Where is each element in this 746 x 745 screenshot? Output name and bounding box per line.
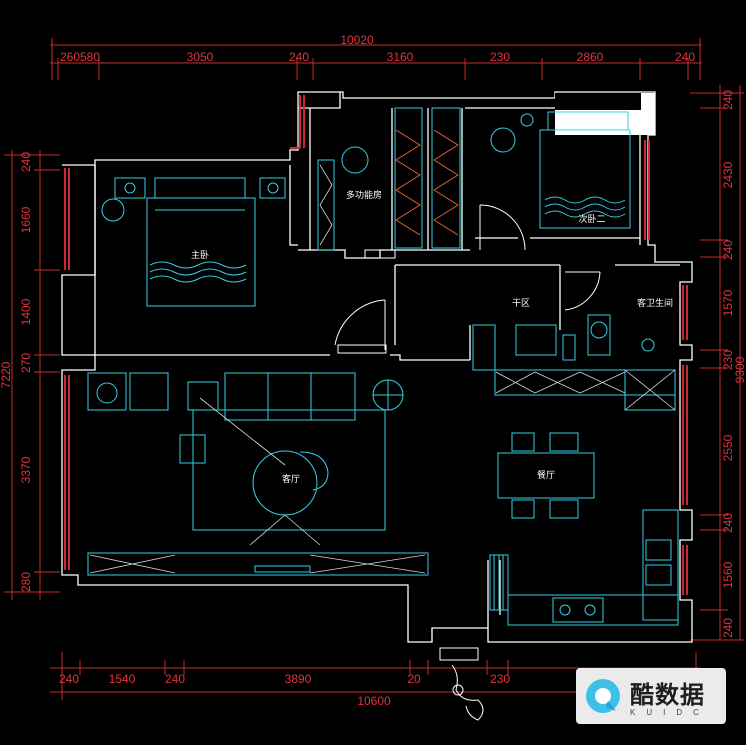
structural-column-void bbox=[555, 93, 641, 110]
cabinet-diagonals bbox=[89, 164, 676, 574]
dim-right-seg: 240 bbox=[721, 90, 735, 110]
room-label-master-bedroom: 主卧 bbox=[191, 249, 209, 261]
dim-right-seg: 1570 bbox=[721, 289, 735, 316]
dim-bottom-seg: 1540 bbox=[109, 672, 136, 686]
dim-top-total: 10020 bbox=[340, 33, 374, 47]
dim-top-seg: 240 bbox=[289, 50, 309, 64]
dim-right-seg: 2430 bbox=[721, 161, 735, 188]
dimension-labels: 10020 260580 3050 240 3160 230 2860 240 … bbox=[0, 33, 746, 708]
room-labels: 主卧 多功能房 次卧二 干区 客卫生间 客厅 餐厅 bbox=[191, 189, 673, 485]
dim-left-seg: 240 bbox=[19, 152, 33, 172]
walls bbox=[61, 91, 693, 643]
dim-top-seg: 3160 bbox=[387, 50, 414, 64]
dim-bottom-seg: 240 bbox=[59, 672, 79, 686]
furniture bbox=[87, 107, 679, 626]
watermark-subtitle: KUIDC bbox=[630, 708, 710, 717]
doors bbox=[334, 204, 601, 354]
room-label-dry-area: 干区 bbox=[512, 298, 530, 309]
dim-bottom-seg: 20 bbox=[407, 672, 421, 686]
dim-right-seg: 240 bbox=[721, 240, 735, 260]
dim-bottom-seg: 3890 bbox=[285, 672, 312, 686]
dim-left-seg: 270 bbox=[19, 353, 33, 373]
dim-right-seg: 230 bbox=[721, 350, 735, 370]
dim-bottom-seg: 240 bbox=[165, 672, 185, 686]
dim-left-seg: 3370 bbox=[19, 456, 33, 483]
dim-top-seg: 3050 bbox=[187, 50, 214, 64]
entrance-person-icon bbox=[439, 647, 484, 721]
dim-top-seg: 2860 bbox=[577, 50, 604, 64]
dim-left-seg: 1660 bbox=[19, 206, 33, 233]
dim-right-total: 9300 bbox=[733, 356, 746, 383]
room-label-living-room: 客厅 bbox=[282, 473, 300, 485]
dim-bottom-total: 10600 bbox=[357, 694, 391, 708]
dim-top-seg: 230 bbox=[490, 50, 510, 64]
dim-right-seg: 2550 bbox=[721, 434, 735, 461]
windows bbox=[64, 95, 688, 595]
dimension-lines bbox=[4, 38, 744, 700]
watermark-title: 酷数据 bbox=[630, 681, 705, 709]
watermark-logo: 酷数据 KUIDC bbox=[576, 668, 726, 724]
room-label-guest-bathroom: 客卫生间 bbox=[637, 297, 673, 309]
dim-right-seg: 240 bbox=[721, 618, 735, 638]
room-label-multi-function: 多功能房 bbox=[346, 189, 382, 201]
dim-left-total: 7220 bbox=[0, 361, 13, 388]
dim-right-seg: 240 bbox=[721, 513, 735, 533]
dim-left-seg: 280 bbox=[19, 572, 33, 592]
room-label-dining-room: 餐厅 bbox=[537, 469, 555, 481]
watermark-icon bbox=[586, 679, 620, 713]
dim-top-seg: 240 bbox=[675, 50, 695, 64]
dim-bottom-seg: 230 bbox=[490, 672, 510, 686]
wardrobe-hatching bbox=[395, 129, 459, 236]
dim-right-seg: 1560 bbox=[721, 561, 735, 588]
dim-top-seg: 260580 bbox=[60, 50, 100, 64]
room-label-second-bedroom: 次卧二 bbox=[578, 213, 605, 225]
dim-left-seg: 1400 bbox=[19, 298, 33, 325]
